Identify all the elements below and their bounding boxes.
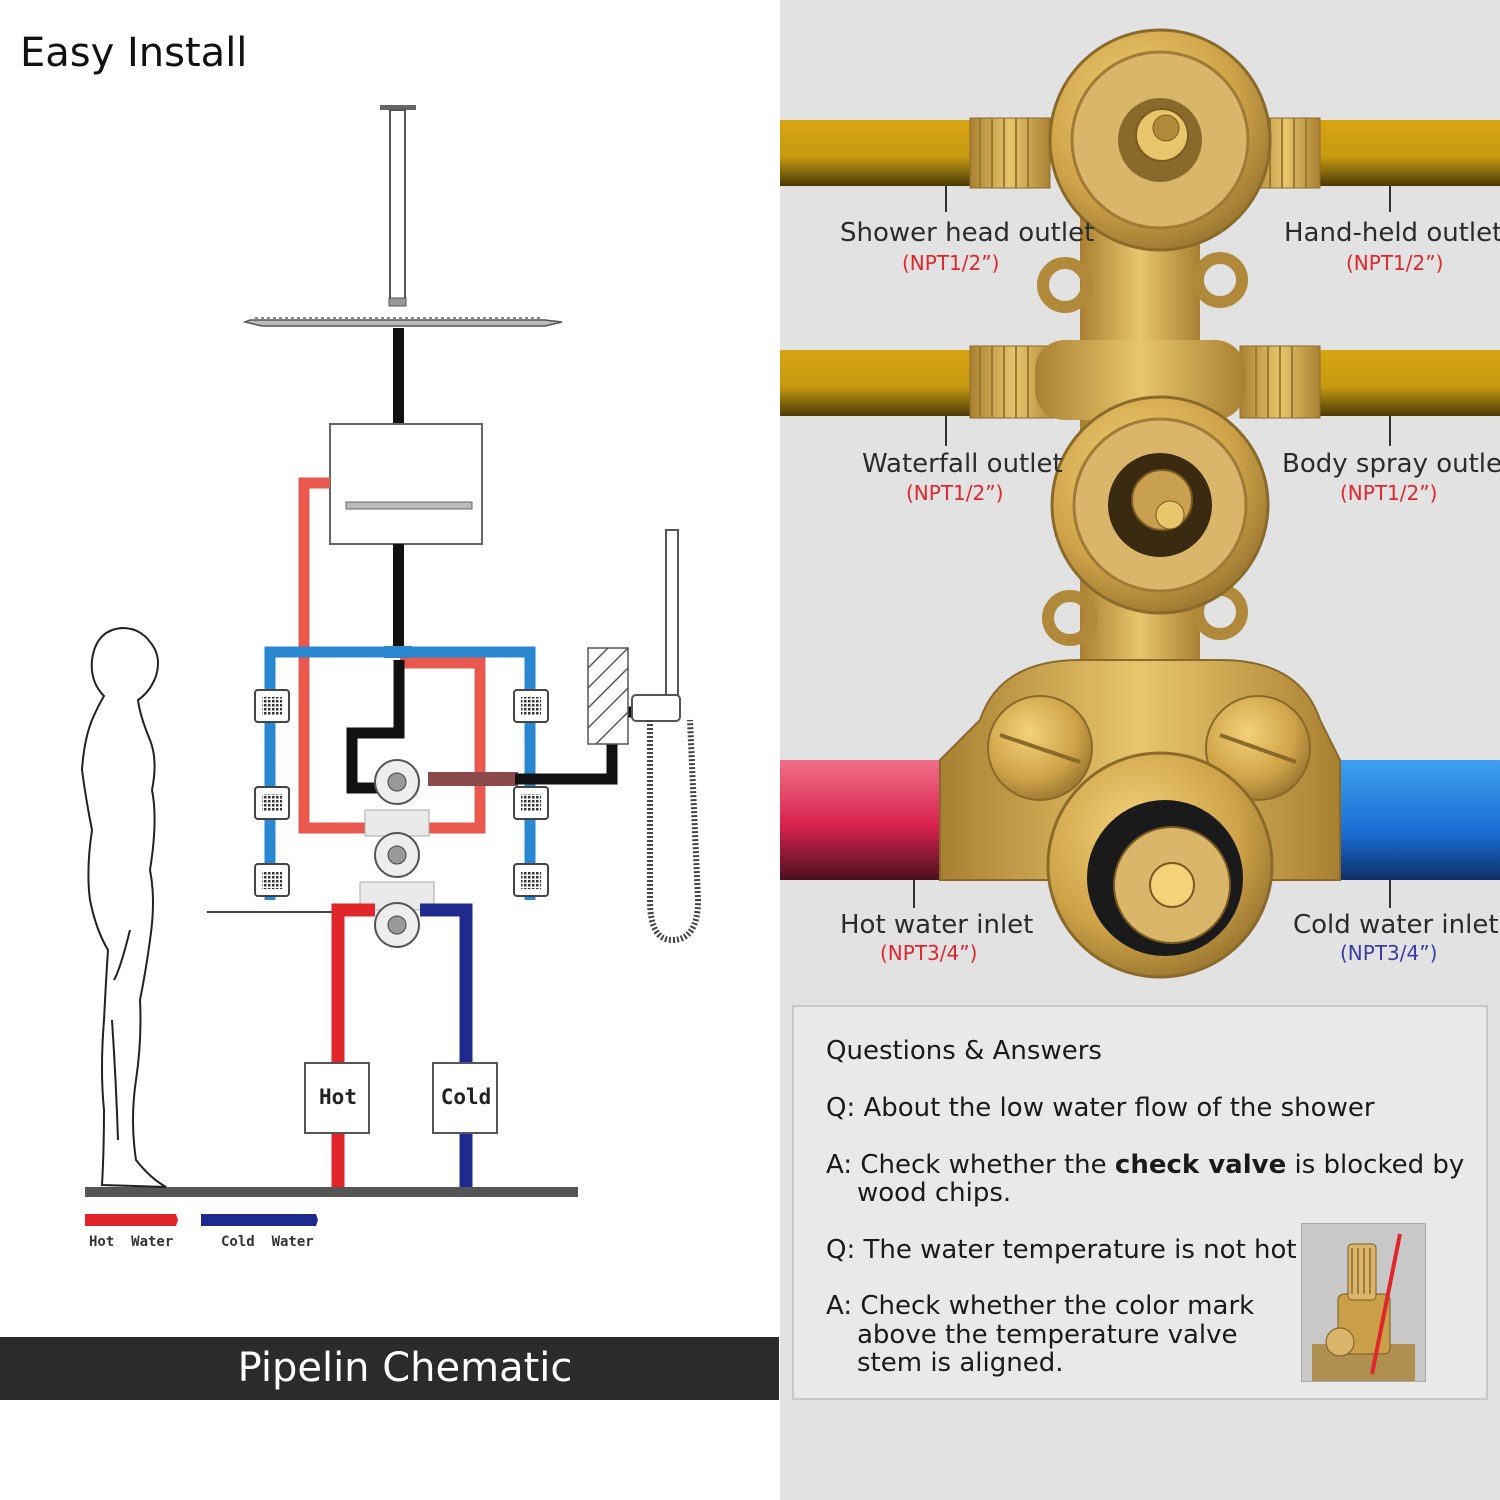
qa-question-2: Q: The water temperature is not hot: [826, 1235, 1297, 1265]
hand-held-outlet-spec: (NPT1/2”): [1346, 251, 1444, 275]
qa-answer-2-line3: stem is aligned.: [857, 1348, 1064, 1378]
qa-answer-1: A: Check whether the check valve is bloc…: [826, 1150, 1464, 1180]
body-jet-grids: [262, 697, 541, 889]
valve-stem-icon: [1302, 1224, 1425, 1381]
body-spray-outlet-label: Body spray outlet: [1282, 449, 1500, 479]
qa-answer-1-bold: check valve: [1114, 1150, 1287, 1180]
shower-head-pipe: [780, 120, 980, 186]
pipeline-schematic: [80, 105, 702, 1226]
schematic-panel: Easy Install: [0, 30, 779, 1400]
waterfall-spout-icon: [329, 423, 483, 545]
body-spray-outlet-spec: (NPT1/2”): [1340, 481, 1438, 505]
human-figure-icon: [80, 626, 167, 1188]
wall-hatch: [587, 647, 629, 745]
qa-answer-2-line2: above the temperature valve: [857, 1320, 1238, 1350]
cold-water-inlet-spec: (NPT3/4”): [1340, 941, 1438, 965]
caption-banner-text: Pipelin Chematic: [237, 1345, 573, 1391]
qa-answer-1-line2: wood chips.: [857, 1178, 1012, 1208]
cold-water-pipe: [1340, 760, 1500, 880]
legend-hot-water: Hot Water: [89, 1234, 174, 1250]
waterfall-pipe: [780, 350, 980, 416]
body-spray-pipe: [1300, 350, 1500, 416]
rain-shower-head-icon: [242, 105, 563, 327]
qa-answer-1-suffix: is blocked by: [1286, 1150, 1465, 1180]
pipe-black: [393, 328, 404, 424]
qa-answer-2-line1: A: Check whether the color mark: [826, 1291, 1255, 1321]
panel-title: Easy Install: [20, 30, 248, 76]
cold-water-inlet-label: Cold water inlet: [1293, 910, 1499, 940]
hot-water-pipe: [780, 760, 940, 880]
shower-head-outlet-label: Shower head outlet: [840, 218, 1095, 248]
waterfall-outlet-spec: (NPT1/2”): [906, 481, 1004, 505]
valve-illustration: [780, 28, 1500, 979]
hand-held-pipe: [1300, 120, 1500, 186]
caption-banner: [0, 1337, 779, 1400]
cartridge-photo: [1301, 1223, 1426, 1382]
hand-shower-icon: [631, 529, 702, 944]
waterfall-outlet-label: Waterfall outlet: [862, 449, 1063, 479]
hand-held-outlet-label: Hand-held outlet: [1284, 218, 1500, 248]
hot-water-inlet-label: Hot water inlet: [840, 910, 1034, 940]
qa-heading: Questions & Answers: [826, 1036, 1102, 1066]
shower-head-outlet-spec: (NPT1/2”): [902, 251, 1000, 275]
cold-box-label: Cold: [440, 1085, 492, 1109]
qa-answer-1-prefix: A: Check whether the: [826, 1150, 1115, 1180]
hot-box-label: Hot: [319, 1085, 357, 1109]
legend-cold-water: Cold Water: [221, 1234, 314, 1250]
qa-question-1: Q: About the low water flow of the showe…: [826, 1093, 1375, 1123]
hot-water-inlet-spec: (NPT3/4”): [880, 941, 978, 965]
